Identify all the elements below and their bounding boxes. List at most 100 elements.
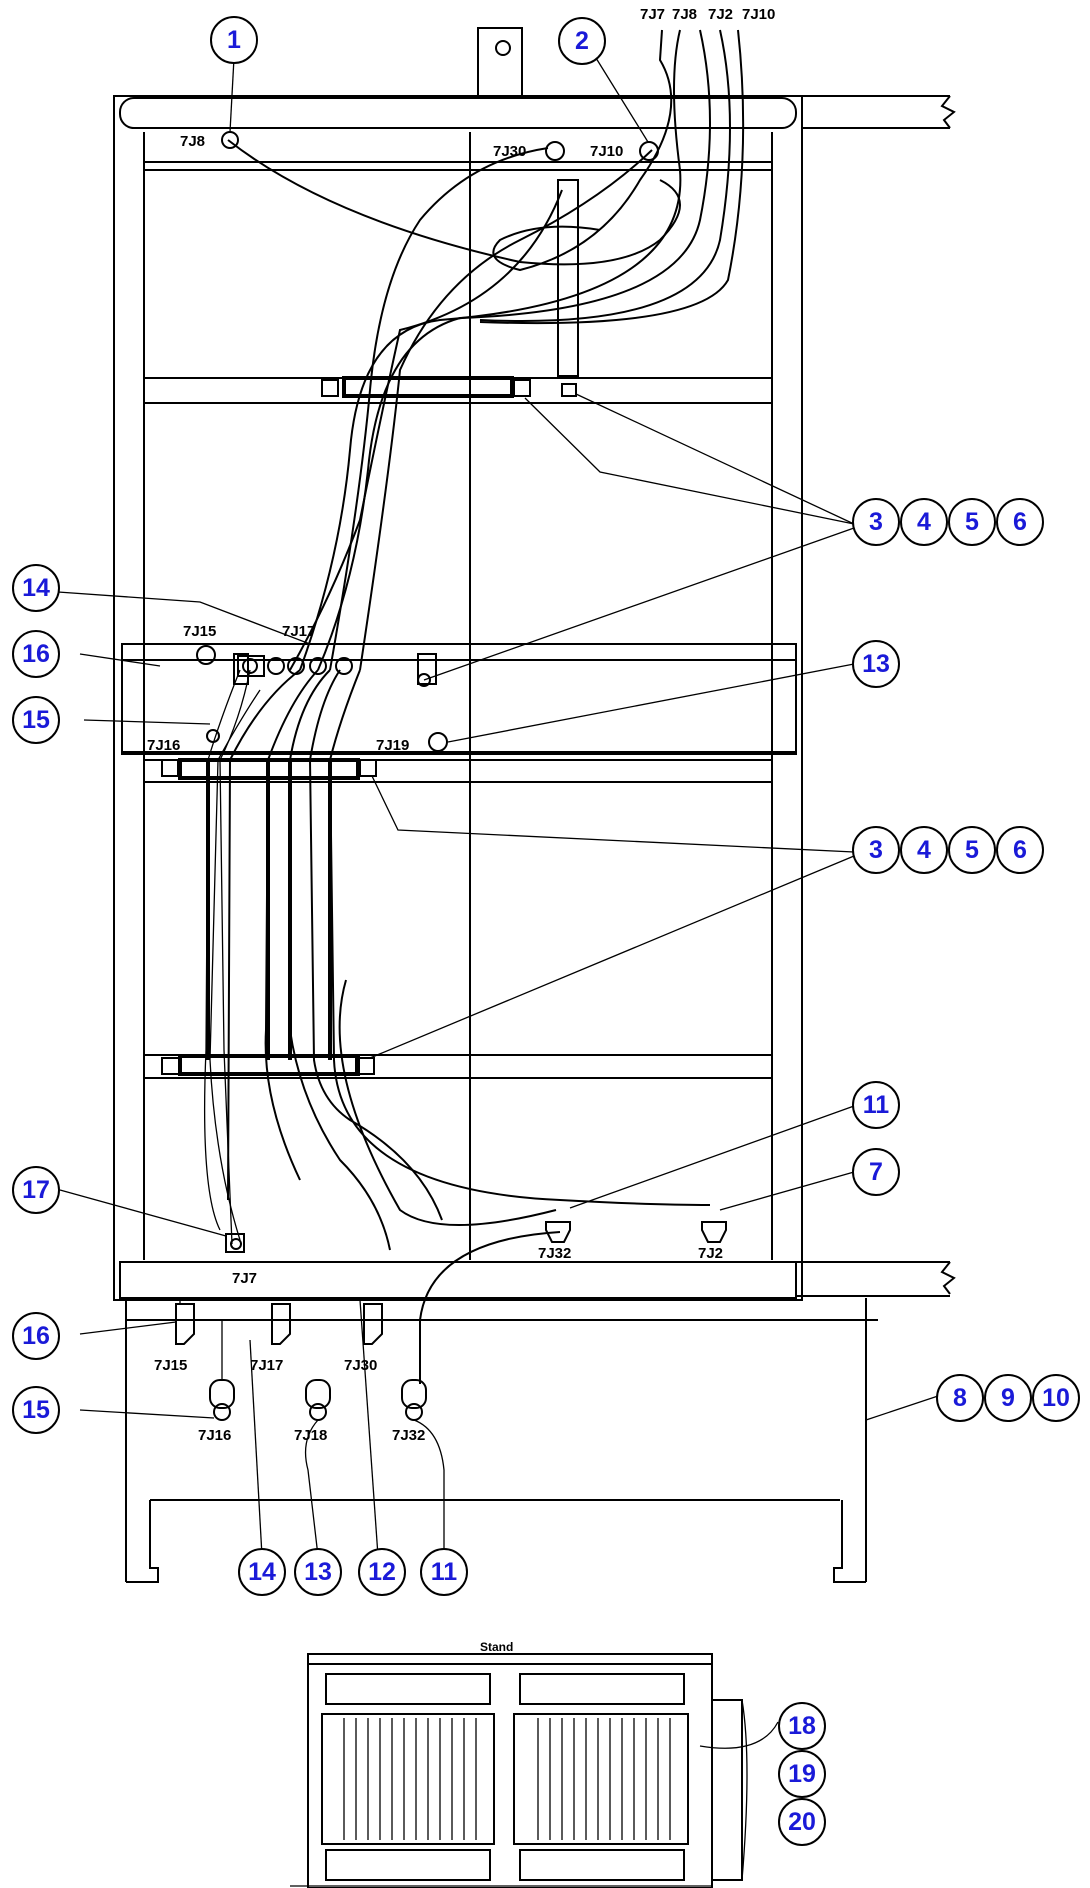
svg-text:9: 9 [1001, 1384, 1015, 1412]
svg-text:15: 15 [22, 706, 50, 734]
callout-16b: 16 [12, 1312, 60, 1360]
callout-8: 8 [936, 1374, 984, 1422]
svg-text:6: 6 [1013, 508, 1027, 536]
connector-7j30 [545, 141, 565, 161]
label-7j17: 7J17 [282, 623, 315, 640]
svg-text:12: 12 [368, 1558, 396, 1586]
svg-text:10: 10 [1042, 1384, 1070, 1412]
label-top-7j2: 7J2 [708, 6, 733, 23]
callouts: 1 2 3 4 5 6 14 16 15 13 3 4 5 6 11 7 17 … [12, 16, 1080, 1846]
svg-text:2: 2 [575, 27, 589, 55]
leader-lines [57, 57, 939, 1749]
callout-14a: 14 [12, 564, 60, 612]
callout-18: 18 [778, 1702, 826, 1750]
svg-text:13: 13 [862, 650, 890, 678]
svg-text:13: 13 [304, 1558, 332, 1586]
connector-7j16 [206, 729, 220, 743]
callout-16a: 16 [12, 630, 60, 678]
callout-1: 1 [210, 16, 258, 64]
connector-7j7 [225, 1233, 245, 1253]
callout-17: 17 [12, 1166, 60, 1214]
label-lower-7j17: 7J17 [250, 1357, 283, 1374]
svg-text:1: 1 [227, 26, 241, 54]
rail-clamps [161, 179, 579, 1076]
inset-detail: Stand [290, 1640, 748, 1888]
label-7j32: 7J32 [538, 1245, 571, 1262]
label-lower-7j15: 7J15 [154, 1357, 187, 1374]
connectors [175, 131, 727, 1557]
connector-7j32 [545, 1221, 571, 1243]
horizontal-rails [119, 377, 956, 1583]
callout-12: 12 [358, 1548, 406, 1596]
callout-3b: 3 [852, 826, 900, 874]
inset-top-label: Stand [480, 1640, 513, 1654]
callout-6b: 6 [996, 826, 1044, 874]
svg-text:14: 14 [248, 1558, 276, 1586]
callout-7: 7 [852, 1148, 900, 1196]
svg-text:15: 15 [22, 1396, 50, 1424]
svg-text:11: 11 [863, 1091, 890, 1119]
svg-text:17: 17 [22, 1176, 50, 1204]
svg-text:8: 8 [953, 1384, 967, 1412]
svg-text:11: 11 [431, 1558, 458, 1586]
callout-2: 2 [558, 17, 606, 65]
connector-7j8 [221, 131, 239, 149]
svg-text:18: 18 [788, 1712, 816, 1740]
svg-text:3: 3 [869, 508, 883, 536]
connector-7j15 [196, 645, 216, 665]
connector-7j2 [701, 1221, 727, 1243]
svg-text:5: 5 [965, 508, 979, 536]
callout-9: 9 [984, 1374, 1032, 1422]
label-lower-7j16: 7J16 [198, 1427, 231, 1444]
label-7j16: 7J16 [147, 737, 180, 754]
svg-text:20: 20 [788, 1808, 816, 1836]
connector-7j15-lower [175, 1303, 195, 1345]
label-7j7: 7J7 [232, 1270, 257, 1287]
svg-text:5: 5 [965, 836, 979, 864]
callout-3a: 3 [852, 498, 900, 546]
svg-text:3: 3 [869, 836, 883, 864]
connector-7j17 [237, 655, 265, 677]
svg-text:4: 4 [917, 508, 931, 536]
svg-text:19: 19 [788, 1760, 816, 1788]
connector-7j19 [428, 732, 448, 752]
label-lower-7j18: 7J18 [294, 1427, 327, 1444]
callout-5a: 5 [948, 498, 996, 546]
connector-labels: 7J7 7J8 7J2 7J10 7J8 7J30 7J10 7J15 7J17… [147, 6, 775, 1444]
label-7j10: 7J10 [590, 143, 623, 160]
callout-13a: 13 [852, 640, 900, 688]
label-top-7j7: 7J7 [640, 6, 665, 23]
callout-20: 20 [778, 1798, 826, 1846]
label-lower-7j30: 7J30 [344, 1357, 377, 1374]
svg-text:6: 6 [1013, 836, 1027, 864]
svg-text:14: 14 [22, 574, 50, 602]
connector-7j17-lower [271, 1303, 291, 1345]
callout-15a: 15 [12, 696, 60, 744]
cabinet-frame [113, 27, 956, 1301]
svg-text:4: 4 [917, 836, 931, 864]
svg-text:16: 16 [22, 640, 50, 668]
label-top-7j8: 7J8 [672, 6, 697, 23]
label-7j30: 7J30 [493, 143, 526, 160]
callout-11a: 11 [852, 1081, 900, 1129]
callout-14b: 14 [238, 1548, 286, 1596]
callout-11b: 11 [420, 1548, 468, 1596]
callout-15b: 15 [12, 1386, 60, 1434]
connector-7j30-lower [363, 1303, 383, 1345]
callout-13b: 13 [294, 1548, 342, 1596]
label-lower-7j32: 7J32 [392, 1427, 425, 1444]
inset-fins-right [537, 1718, 671, 1840]
svg-text:16: 16 [22, 1322, 50, 1350]
connector-7j18-lower [305, 1379, 331, 1409]
label-7j15: 7J15 [183, 623, 216, 640]
svg-text:7: 7 [869, 1158, 883, 1186]
label-top-7j10: 7J10 [742, 6, 775, 23]
label-7j2: 7J2 [698, 1245, 723, 1262]
callout-4b: 4 [900, 826, 948, 874]
label-7j19: 7J19 [376, 737, 409, 754]
callout-10: 10 [1032, 1374, 1080, 1422]
callout-4a: 4 [900, 498, 948, 546]
callout-6a: 6 [996, 498, 1044, 546]
